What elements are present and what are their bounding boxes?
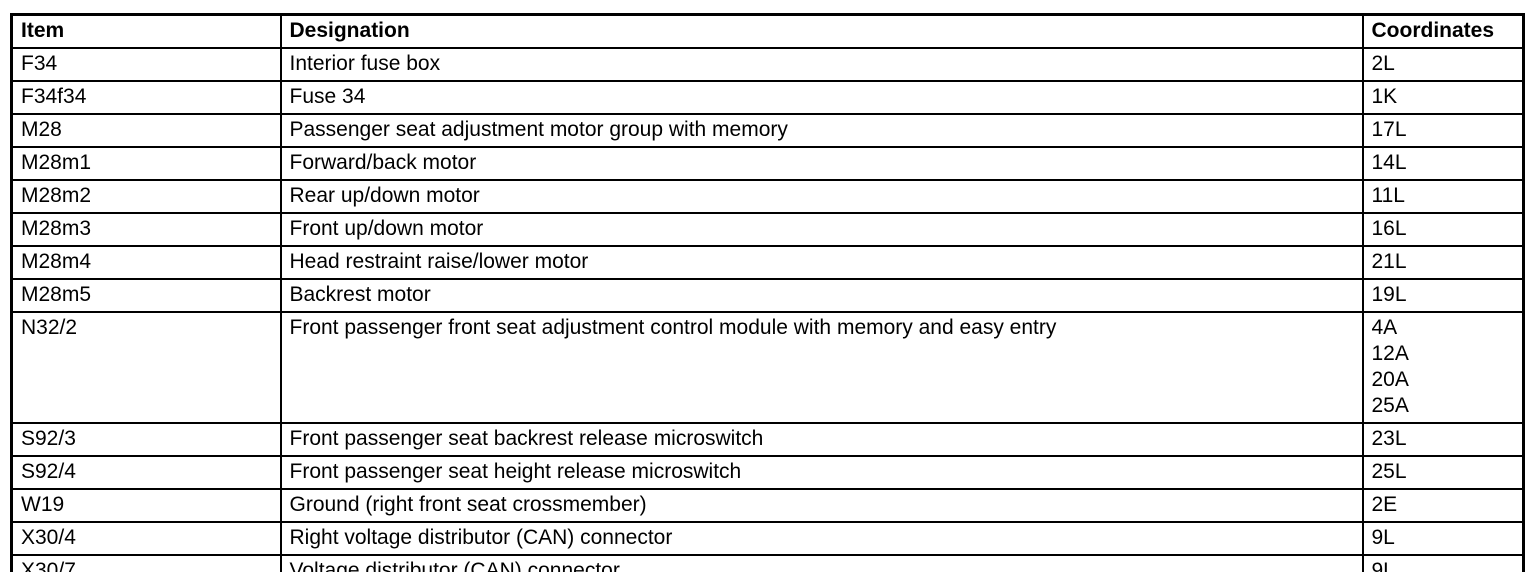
column-header-item: Item [10,13,282,49]
designation-cell: Passenger seat adjustment motor group wi… [279,113,1364,148]
coordinates-cell: 2E [1361,488,1525,523]
coordinates-cell: 1K [1361,80,1525,115]
table-row: S92/4 Front passenger seat height releas… [10,455,1525,490]
coordinates-cell: 25L [1361,455,1525,490]
designation-cell: Rear up/down motor [279,179,1364,214]
designation-cell: Fuse 34 [279,80,1364,115]
header-row: Item Designation Coordinates [10,13,1525,49]
designation-cell: Forward/back motor [279,146,1364,181]
designation-cell: Front up/down motor [279,212,1364,247]
item-cell: S92/4 [10,455,282,490]
designation-cell: Backrest motor [279,278,1364,313]
designation-cell: Right voltage distributor (CAN) connecto… [279,521,1364,556]
item-cell: F34f34 [10,80,282,115]
table-row: S92/3 Front passenger seat backrest rele… [10,422,1525,457]
table-row: M28m1 Forward/back motor 14L [10,146,1525,181]
table-row: F34f34 Fuse 34 1K [10,80,1525,115]
item-cell: W19 [10,488,282,523]
table-row: M28m3 Front up/down motor 16L [10,212,1525,247]
item-cell: M28m5 [10,278,282,313]
item-cell: M28 [10,113,282,148]
designation-cell: Voltage distributor (CAN) connector [279,554,1364,572]
coordinates-cell: 11L [1361,179,1525,214]
component-legend-table: Item Designation Coordinates F34 Interio… [10,13,1525,572]
item-cell: M28m4 [10,245,282,280]
designation-cell: Front passenger seat backrest release mi… [279,422,1364,457]
designation-cell: Ground (right front seat crossmember) [279,488,1364,523]
designation-cell: Interior fuse box [279,47,1364,82]
column-header-coordinates: Coordinates [1361,13,1525,49]
designation-cell: Front passenger front seat adjustment co… [279,311,1364,424]
column-header-designation: Designation [279,13,1364,49]
table-row: W19 Ground (right front seat crossmember… [10,488,1525,523]
item-cell: N32/2 [10,311,282,424]
item-cell: M28m1 [10,146,282,181]
coordinates-cell: 9L [1361,521,1525,556]
item-cell: X30/4 [10,521,282,556]
item-cell: X30/7 [10,554,282,572]
coordinates-cell: 23L [1361,422,1525,457]
designation-cell: Front passenger seat height release micr… [279,455,1364,490]
table-row: M28m4 Head restraint raise/lower motor 2… [10,245,1525,280]
table-row: F34 Interior fuse box 2L [10,47,1525,82]
designation-cell: Head restraint raise/lower motor [279,245,1364,280]
coordinates-cell: 17L [1361,113,1525,148]
table-row: M28m5 Backrest motor 19L [10,278,1525,313]
table-row: X30/7 Voltage distributor (CAN) connecto… [10,554,1525,572]
table-row: X30/4 Right voltage distributor (CAN) co… [10,521,1525,556]
coordinates-cell: 16L [1361,212,1525,247]
coordinates-cell: 21L [1361,245,1525,280]
item-cell: M28m3 [10,212,282,247]
item-cell: S92/3 [10,422,282,457]
coordinates-cell: 19L [1361,278,1525,313]
item-cell: F34 [10,47,282,82]
item-cell: M28m2 [10,179,282,214]
table-row: M28 Passenger seat adjustment motor grou… [10,113,1525,148]
coordinates-cell: 4A 12A 20A 25A [1361,311,1525,424]
table-row: N32/2 Front passenger front seat adjustm… [10,311,1525,424]
coordinates-cell: 9L [1361,554,1525,572]
coordinates-cell: 14L [1361,146,1525,181]
table-body: F34 Interior fuse box 2L F34f34 Fuse 34 … [10,47,1525,572]
table-row: M28m2 Rear up/down motor 11L [10,179,1525,214]
coordinates-cell: 2L [1361,47,1525,82]
